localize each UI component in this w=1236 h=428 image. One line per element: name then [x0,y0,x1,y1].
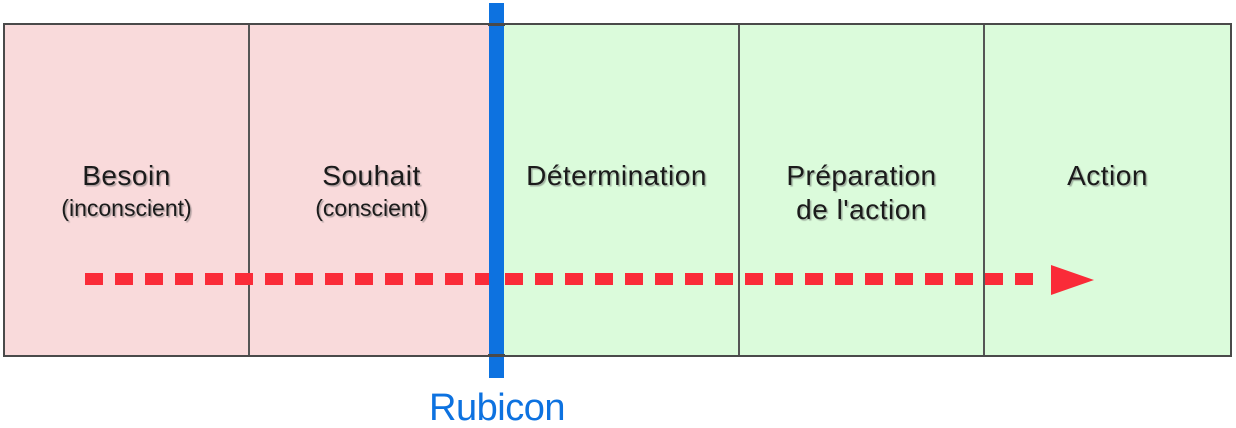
phase-cell-besoin: Besoin (inconscient) [5,25,250,355]
rubicon-divider-line [489,3,504,378]
phase-cell-souhait: Souhait (conscient) [250,25,495,355]
arrow-head-icon [1051,265,1094,295]
phase-cell-determination: Détermination [495,25,740,355]
dashed-right-arrow-icon [85,273,1045,285]
phase-label-souhait: Souhait [322,160,421,191]
phase-label-preparation-line2: de l'action [796,194,927,225]
phase-cell-preparation: Préparation de l'action [740,25,985,355]
phase-label-determination: Détermination [526,160,707,191]
phase-label-action: Action [1067,160,1148,191]
table-border-overlay-top [488,23,505,26]
phase-sublabel-souhait: (conscient) [315,195,428,221]
phase-sublabel-besoin: (inconscient) [61,195,192,221]
phase-label-preparation-line1: Préparation [786,160,937,191]
phase-cell-action: Action [985,25,1230,355]
rubicon-label: Rubicon [429,387,565,428]
table-border-overlay-bottom [488,354,505,357]
phase-table: Besoin (inconscient) Souhait (conscient)… [3,23,1232,357]
phase-label-besoin: Besoin [82,160,171,191]
